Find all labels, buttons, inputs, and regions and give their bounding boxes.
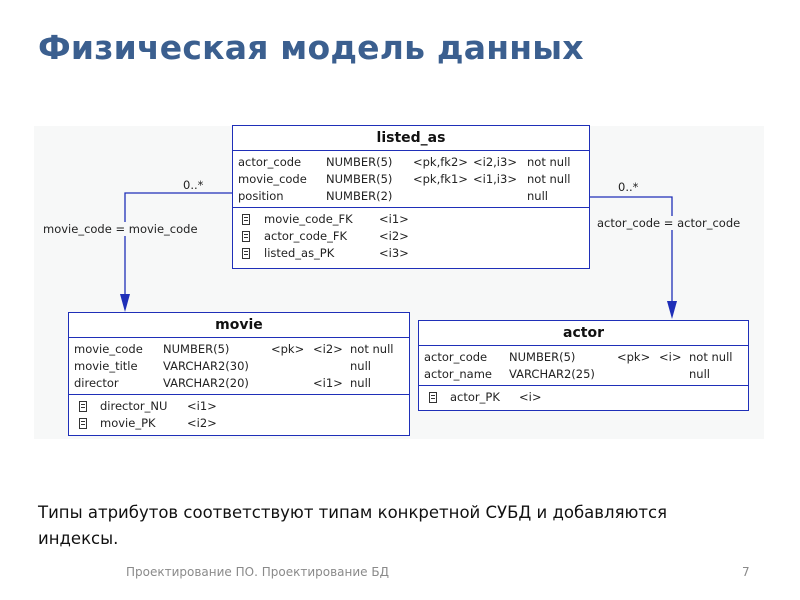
page-number: 7	[742, 565, 750, 579]
index-tag: <i2>	[379, 229, 409, 243]
attribute-row: director VARCHAR2(20) <i1> null	[69, 375, 409, 392]
entity-header: listed_as	[233, 126, 589, 151]
index-name: movie_PK	[100, 416, 156, 430]
column-name: actor_code	[238, 155, 302, 169]
attribute-row: actor_name VARCHAR2(25) null	[419, 366, 748, 383]
column-nullability: null	[689, 367, 710, 381]
attribute-row: movie_code NUMBER(5) <pk,fk1> <i1,i3> no…	[233, 171, 589, 188]
entity-movie[interactable]: movie movie_code NUMBER(5) <pk> <i2> not…	[68, 312, 410, 436]
attribute-row: actor_code NUMBER(5) <pk,fk2> <i2,i3> no…	[233, 154, 589, 171]
index-row: movie_code_FK <i1>	[233, 211, 589, 228]
index-row: listed_as_PK <i3>	[233, 245, 589, 262]
column-type: NUMBER(5)	[163, 342, 230, 356]
entity-actor[interactable]: actor actor_code NUMBER(5) <pk> <i> not …	[418, 320, 749, 411]
column-index: <i1,i3>	[473, 172, 517, 186]
column-nullability: not null	[689, 350, 733, 364]
index-icon	[79, 401, 87, 412]
column-index: <i2>	[313, 342, 343, 356]
column-nullability: not null	[527, 172, 571, 186]
index-icon	[429, 392, 437, 403]
column-name: movie_title	[74, 359, 138, 373]
index-row: movie_PK <i2>	[69, 415, 409, 432]
body-text: Типы атрибутов соответствуют типам конкр…	[38, 503, 667, 548]
right-join-condition: actor_code = actor_code	[597, 216, 741, 230]
column-type: NUMBER(5)	[326, 172, 393, 186]
attribute-list: actor_code NUMBER(5) <pk,fk2> <i2,i3> no…	[233, 151, 589, 208]
index-icon	[242, 248, 250, 259]
column-index: <i>	[659, 350, 682, 364]
index-name: director_NU	[100, 399, 168, 413]
index-name: actor_PK	[450, 390, 500, 404]
index-list: movie_code_FK <i1> actor_code_FK <i2> li…	[233, 208, 589, 264]
left-cardinality: 0..*	[183, 178, 204, 192]
column-index: <i1>	[313, 376, 343, 390]
index-row: director_NU <i1>	[69, 398, 409, 415]
entity-listed-as[interactable]: listed_as actor_code NUMBER(5) <pk,fk2> …	[232, 125, 590, 269]
column-type: VARCHAR2(20)	[163, 376, 249, 390]
column-key: <pk,fk2>	[413, 155, 468, 169]
column-name: movie_code	[74, 342, 143, 356]
column-index: <i2,i3>	[473, 155, 517, 169]
attribute-row: position NUMBER(2) null	[233, 188, 589, 205]
column-name: actor_name	[424, 367, 493, 381]
right-cardinality: 0..*	[618, 180, 639, 194]
index-name: actor_code_FK	[264, 229, 348, 243]
index-name: movie_code_FK	[264, 212, 353, 226]
link-listed-as-movie	[124, 192, 233, 296]
index-icon	[79, 418, 87, 429]
page-title: Физическая модель данных	[38, 28, 584, 67]
column-key: <pk>	[617, 350, 651, 364]
index-list: director_NU <i1> movie_PK <i2>	[69, 395, 409, 434]
column-type: NUMBER(5)	[326, 155, 393, 169]
entity-header: movie	[69, 313, 409, 338]
column-name: director	[74, 376, 119, 390]
index-tag: <i>	[519, 390, 542, 404]
attribute-row: actor_code NUMBER(5) <pk> <i> not null	[419, 349, 748, 366]
index-row: actor_code_FK <i2>	[233, 228, 589, 245]
footer-text: Проектирование ПО. Проектирование БД	[126, 565, 389, 579]
index-tag: <i2>	[187, 416, 217, 430]
column-type: NUMBER(5)	[509, 350, 576, 364]
column-type: NUMBER(2)	[326, 189, 393, 203]
index-icon	[242, 214, 250, 225]
column-name: actor_code	[424, 350, 488, 364]
column-nullability: null	[350, 359, 371, 373]
column-nullability: null	[527, 189, 548, 203]
column-type: VARCHAR2(25)	[509, 367, 595, 381]
entity-header: actor	[419, 321, 748, 346]
index-icon	[242, 231, 250, 242]
link-listed-as-actor	[590, 196, 673, 303]
index-row: actor_PK <i>	[419, 389, 748, 406]
column-name: movie_code	[238, 172, 307, 186]
index-tag: <i1>	[379, 212, 409, 226]
column-key: <pk>	[271, 342, 305, 356]
index-name: listed_as_PK	[264, 246, 335, 260]
arrowhead-movie	[120, 294, 130, 312]
index-tag: <i3>	[379, 246, 409, 260]
attribute-row: movie_code NUMBER(5) <pk> <i2> not null	[69, 341, 409, 358]
arrowhead-actor	[667, 301, 677, 319]
attribute-row: movie_title VARCHAR2(30) null	[69, 358, 409, 375]
column-nullability: not null	[527, 155, 571, 169]
attribute-list: actor_code NUMBER(5) <pk> <i> not null a…	[419, 346, 748, 386]
left-join-condition: movie_code = movie_code	[43, 222, 198, 236]
column-key: <pk,fk1>	[413, 172, 468, 186]
attribute-list: movie_code NUMBER(5) <pk> <i2> not null …	[69, 338, 409, 395]
column-type: VARCHAR2(30)	[163, 359, 249, 373]
column-name: position	[238, 189, 284, 203]
index-list: actor_PK <i>	[419, 386, 748, 408]
index-tag: <i1>	[187, 399, 217, 413]
column-nullability: not null	[350, 342, 394, 356]
column-nullability: null	[350, 376, 371, 390]
